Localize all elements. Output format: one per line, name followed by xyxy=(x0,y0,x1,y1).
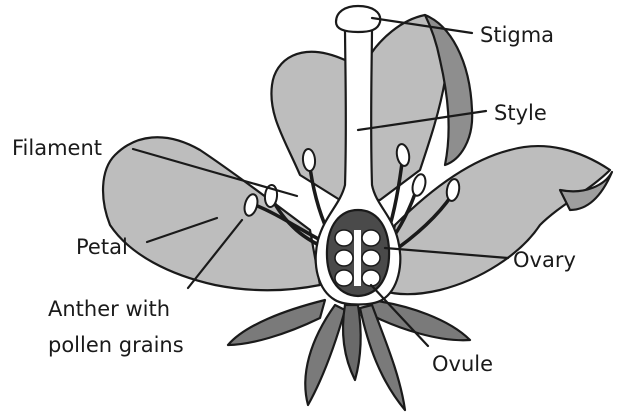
label-ovule: Ovule xyxy=(432,352,493,376)
ovule-6 xyxy=(362,270,380,286)
label-anther-line2: pollen grains xyxy=(48,333,184,357)
ovule-3 xyxy=(335,250,353,266)
ovules xyxy=(335,230,380,286)
label-stigma: Stigma xyxy=(480,23,554,47)
label-anther-line1: Anther with xyxy=(48,297,170,321)
ovule-4 xyxy=(362,250,380,266)
ovule-2 xyxy=(362,230,380,246)
ovule-5 xyxy=(335,270,353,286)
label-ovary: Ovary xyxy=(513,248,576,272)
sepal-left xyxy=(228,300,325,345)
label-filament: Filament xyxy=(12,136,102,160)
petal-left xyxy=(103,137,320,290)
sepal-center xyxy=(343,305,361,380)
ovule-1 xyxy=(335,230,353,246)
label-style: Style xyxy=(494,101,547,125)
ovule-placenta xyxy=(354,230,361,286)
label-petal: Petal xyxy=(76,235,128,259)
